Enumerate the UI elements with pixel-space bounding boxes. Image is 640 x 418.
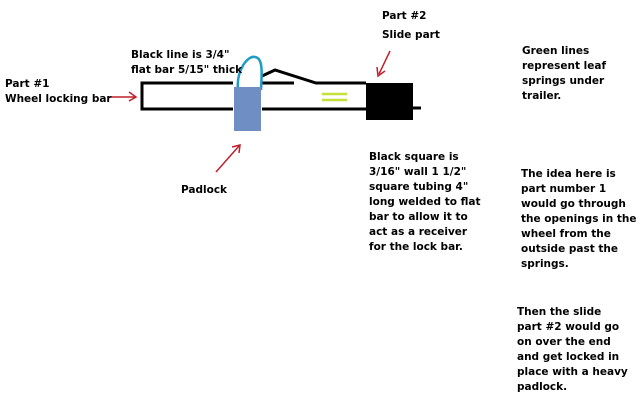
arrow-part1 [109,91,138,102]
arrow-padlock [215,144,241,173]
label-padlock: Padlock [181,184,228,196]
padlock-body [234,87,261,131]
bar-outline [140,81,233,111]
label-part2: Part #2 Slide part [382,10,440,41]
arrow-part2 [376,50,391,78]
label-then: Then the slide part #2 would go on over … [517,306,628,393]
label-idea: The idea here is part number 1 would go … [521,168,637,270]
arrows [109,50,391,173]
leaf-springs [322,92,347,102]
padlock-shackle [236,55,263,91]
label-green-lines: Green lines represent leaf springs under… [522,45,607,102]
label-black-line: Black line is 3/4" flat bar 5/15" thick [131,49,243,76]
wheel-locking-bar [140,68,421,111]
label-part1: Part #1 Wheel locking bar [5,78,112,105]
slide-part-upper [261,68,366,85]
label-black-square: Black square is 3/16" wall 1 1/2" square… [369,151,481,253]
black-square-receiver [366,83,413,120]
